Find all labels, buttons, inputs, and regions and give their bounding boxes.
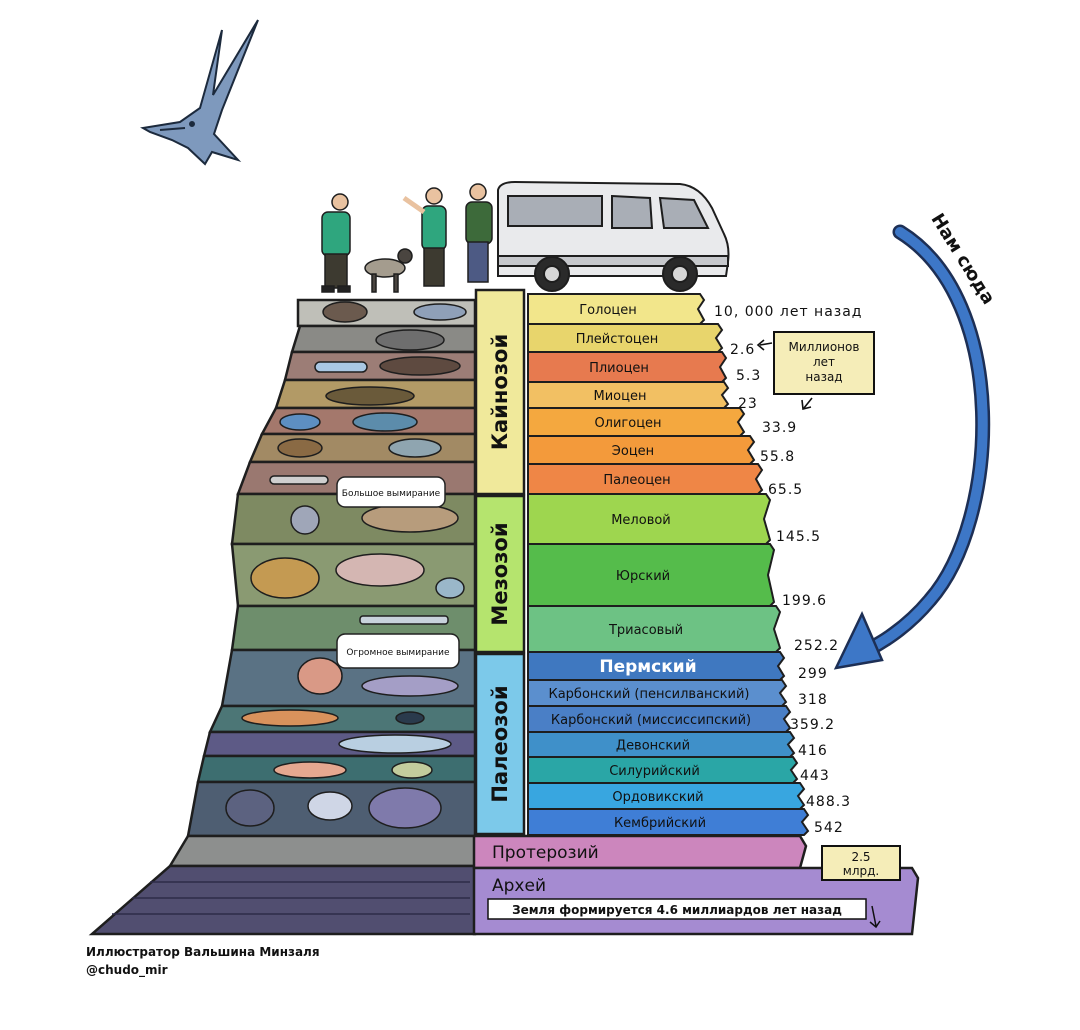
person-icon (321, 193, 351, 293)
period-row: Миоцен (527, 381, 730, 409)
period-label: Миоцен (594, 389, 647, 404)
period-label: Эоцен (612, 444, 654, 459)
age-value: 33.9 (762, 420, 797, 436)
handle-credit: @chudo_mir (86, 963, 168, 978)
period-label: Голоцен (579, 303, 637, 318)
period-label: Меловой (611, 513, 671, 528)
person-icon (465, 183, 493, 283)
period-row: Пермский (527, 651, 786, 681)
age-value: 488.3 (806, 794, 851, 810)
period-label: Карбонский (миссиссипский) (551, 713, 751, 728)
age-value: 443 (800, 768, 830, 784)
period-row: Девонский (527, 731, 796, 758)
person-icon (402, 187, 447, 287)
age-value: 318 (798, 692, 828, 708)
age-value: 199.6 (782, 593, 827, 609)
period-label: Палеоцен (603, 473, 670, 488)
period-row: Юрский (527, 543, 776, 607)
era-label: Мезозой (488, 522, 512, 625)
period-row: Кембрийский (527, 808, 810, 836)
age-value: 2.6 (730, 342, 755, 358)
van-icon (497, 180, 730, 292)
period-row: Ордовикский (527, 782, 806, 810)
period-label: Триасовый (608, 623, 683, 638)
earth-note-box: Земля формируется 4.6 миллиардов лет наз… (487, 898, 881, 929)
age-value: 252.2 (794, 638, 839, 654)
eon-row: Протерозий (472, 834, 808, 870)
big-extinction-label: Большое вымирание (342, 489, 441, 499)
period-row: Палеоцен (527, 463, 764, 495)
age-value: 299 (798, 666, 828, 682)
age-value: 55.8 (760, 449, 795, 465)
big-extinction-label-box: Большое вымирание (336, 476, 446, 508)
curved-arrow-icon (833, 224, 991, 670)
era-block: Кайнозой (474, 288, 526, 496)
units-note-line-3: назад (805, 370, 842, 384)
period-row: Карбонский (миссиссипский) (527, 705, 792, 733)
era-block: Палеозой (474, 652, 526, 836)
period-label: Силурийский (609, 764, 700, 779)
period-row: Голоцен (527, 293, 706, 325)
dog-icon (364, 248, 413, 293)
period-label: Плиоцен (589, 361, 649, 376)
units-note-line-1: Миллионов (789, 340, 860, 354)
period-row: Карбонский (пенсилванский) (527, 679, 788, 707)
huge-extinction-label-box: Огромное вымирание (336, 633, 460, 669)
era-block: Мезозой (474, 494, 526, 654)
units-note-line-2: лет (813, 355, 835, 369)
age-value: 5.3 (736, 368, 761, 384)
period-label: Юрский (616, 569, 670, 584)
age-value: 23 (738, 396, 758, 412)
eon-label: Протерозий (492, 843, 599, 863)
age-value: 145.5 (776, 529, 821, 545)
age-value: 10, 000 лет назад (714, 304, 863, 320)
era-label: Палеозой (488, 685, 512, 802)
period-row: Плиоцен (527, 351, 728, 383)
age-value: 359.2 (790, 717, 835, 733)
age-value: 416 (798, 743, 828, 759)
age-value: 65.5 (768, 482, 803, 498)
era-label: Кайнозой (488, 334, 512, 450)
period-row: Триасовый (527, 605, 782, 653)
pterosaur-icon (140, 19, 259, 166)
billion-note-unit: млрд. (843, 864, 879, 878)
period-row: Эоцен (527, 435, 756, 465)
period-label: Карбонский (пенсилванский) (548, 687, 749, 702)
period-label: Кембрийский (614, 816, 706, 831)
age-value: 542 (814, 820, 844, 836)
period-label: Олигоцен (594, 416, 661, 431)
billion-note-box: 2.5 млрд. (821, 845, 901, 881)
period-label: Девонский (616, 739, 690, 754)
period-row: Олигоцен (527, 407, 746, 437)
period-row: Меловой (527, 493, 772, 545)
earth-note: Земля формируется 4.6 миллиардов лет наз… (512, 903, 842, 917)
period-row: Плейстоцен (527, 323, 724, 353)
period-label: Ордовикский (612, 790, 703, 805)
huge-extinction-label: Огромное вымирание (346, 648, 450, 658)
period-label: Плейстоцен (576, 332, 659, 347)
units-note-box: Миллионов лет назад (756, 331, 875, 410)
eon-label: Архей (492, 876, 546, 896)
fossil-icon (225, 301, 467, 829)
illustrator-credit: Иллюстратор Вальшина Минзаля (86, 945, 320, 959)
period-row: Силурийский (527, 756, 799, 784)
period-label: Пермский (599, 657, 696, 677)
billion-note-value: 2.5 (851, 850, 870, 864)
period-column: ГолоценПлейстоценПлиоценМиоценОлигоценЭо… (527, 293, 810, 836)
